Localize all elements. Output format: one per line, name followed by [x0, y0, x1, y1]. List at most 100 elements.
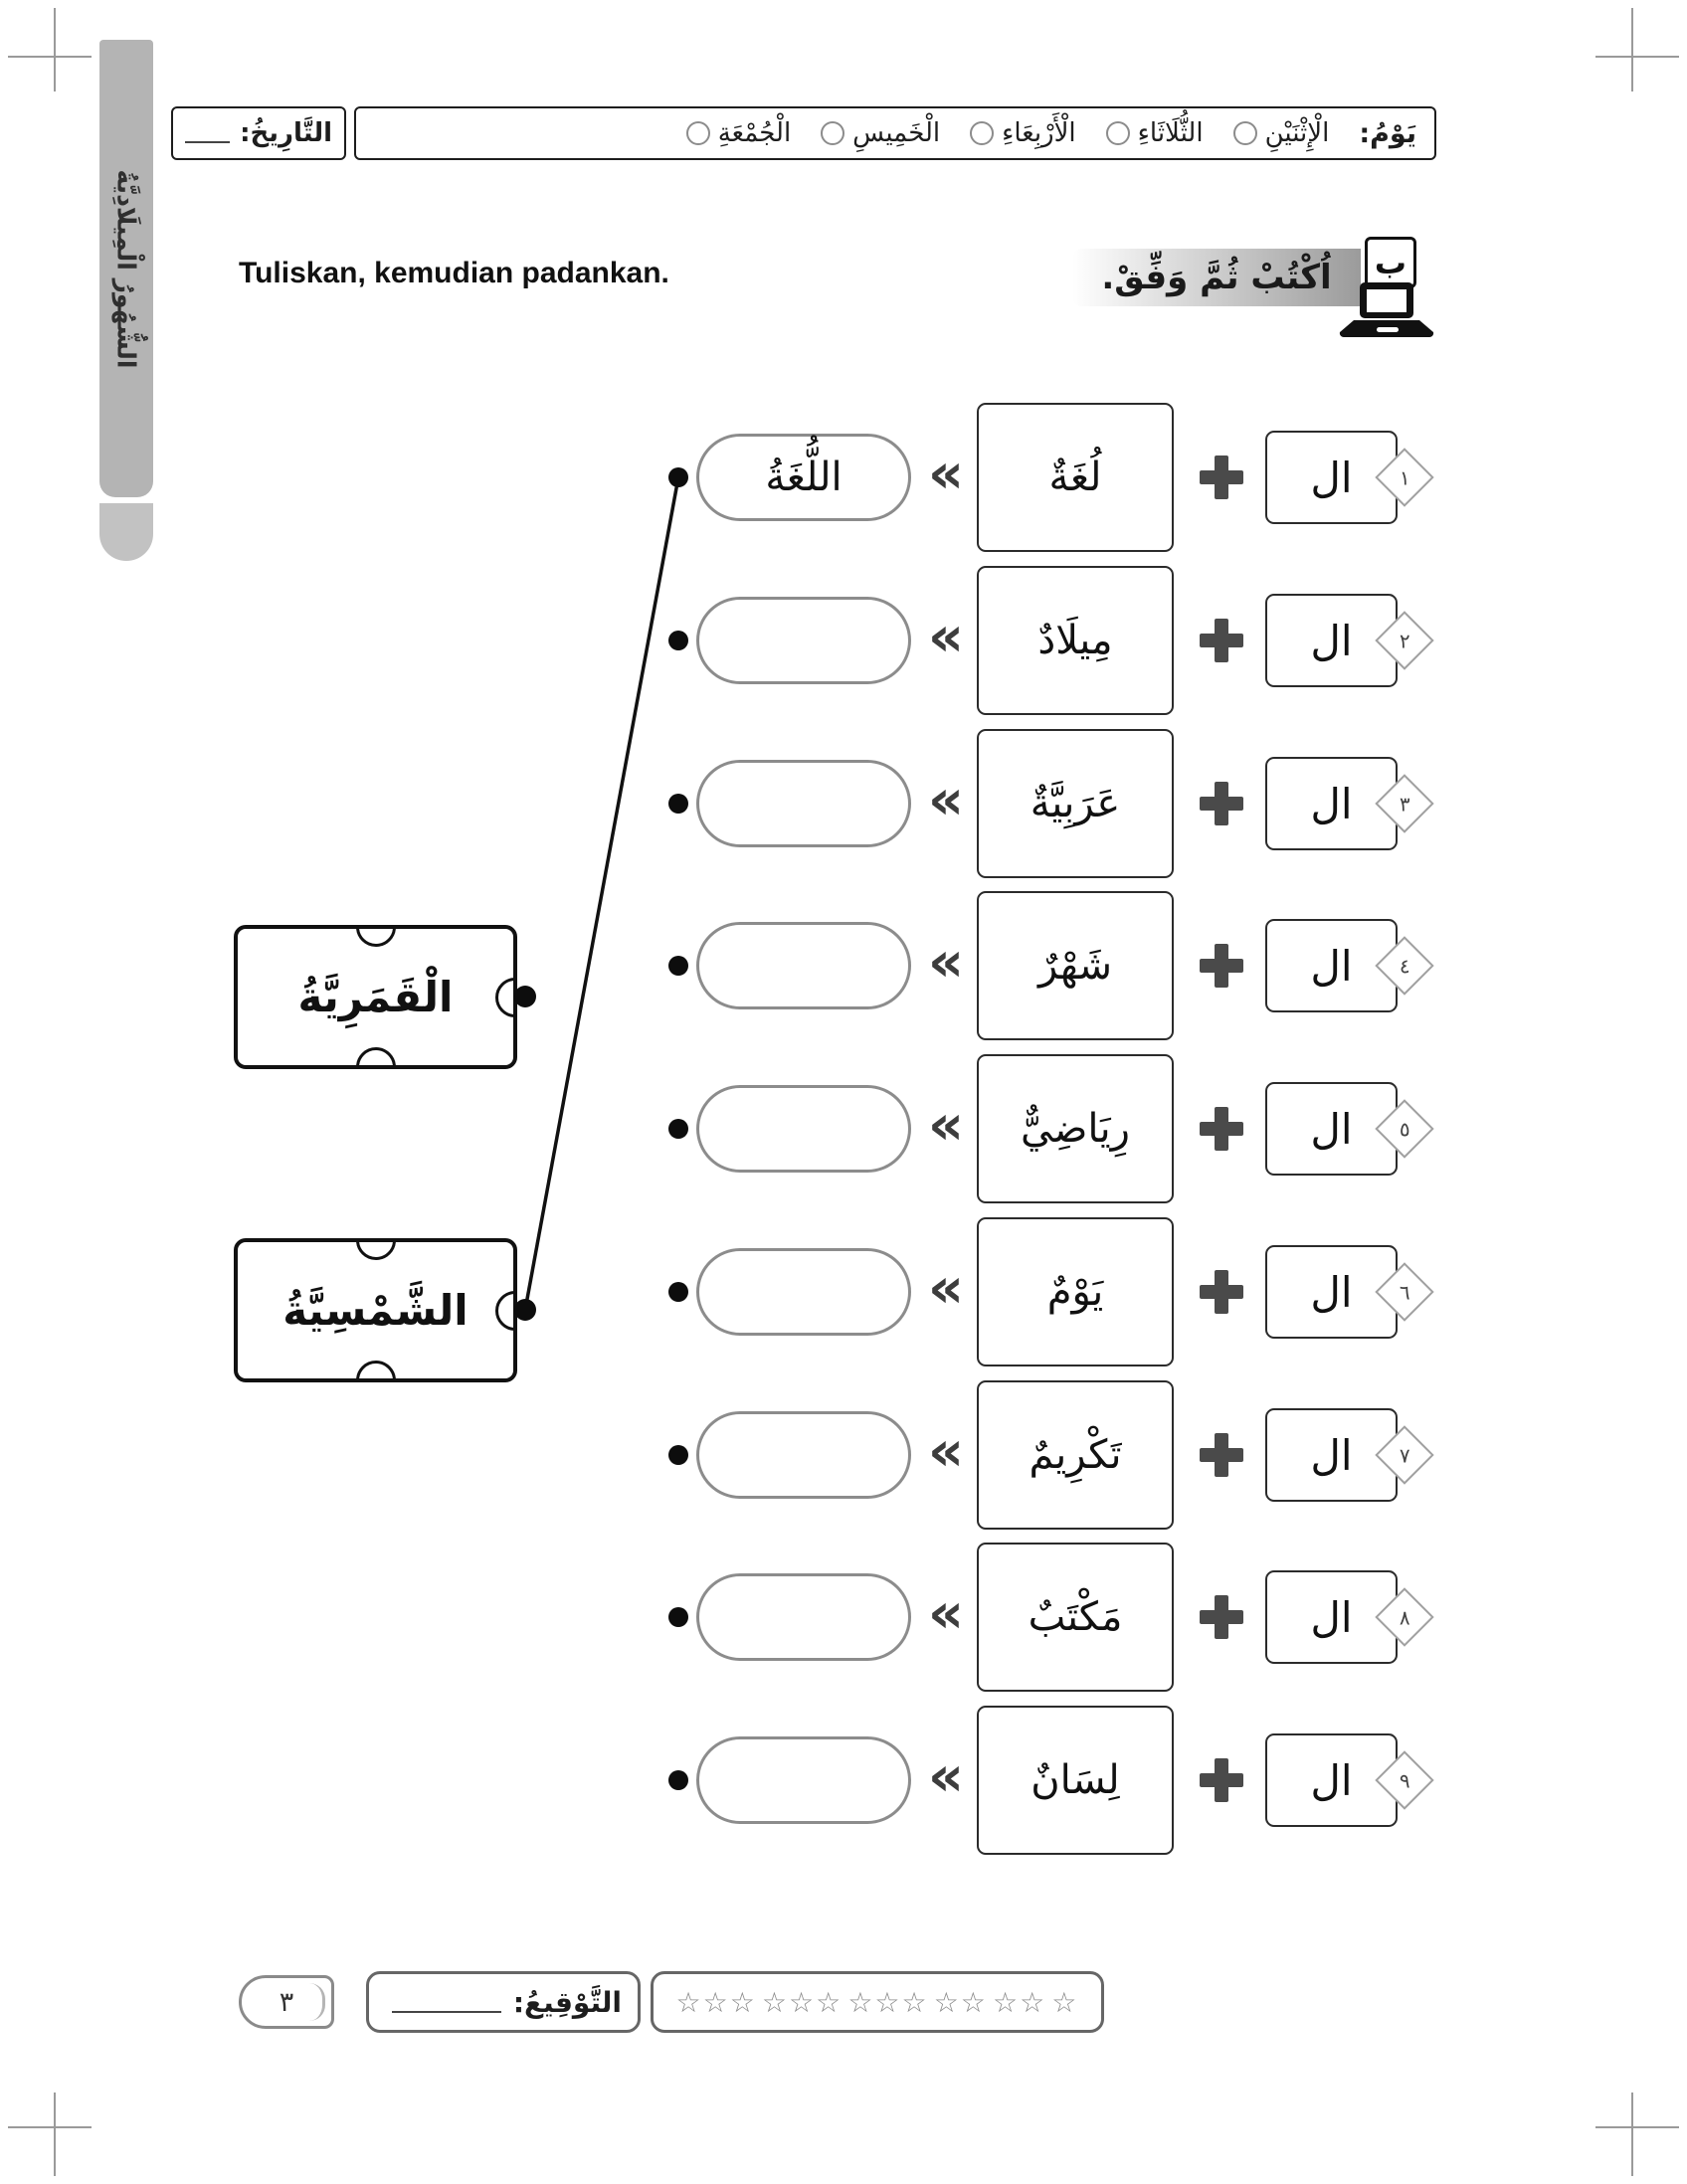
category-qamariyyah: الْقَمَرِيَّةُ — [234, 925, 517, 1069]
article-text: ال — [1310, 941, 1353, 991]
word-text: مِيلَادٌ — [1037, 618, 1113, 663]
exercise-row: اللُّغَةُ « لُغَةٌ ال ١ — [656, 398, 1452, 557]
day-item-tuesday: الثُّلَاثَاءِ — [1105, 118, 1204, 148]
plus-icon — [1200, 1107, 1243, 1151]
connector-dot[interactable] — [668, 1119, 688, 1139]
connector-dot[interactable] — [514, 986, 536, 1007]
instruction-arabic: اُكْتُبْ ثُمَّ وَفِّقْ. — [1101, 258, 1332, 297]
laptop-icon — [1333, 280, 1440, 340]
answer-box[interactable] — [696, 597, 911, 684]
row-number: ٥ — [1399, 1117, 1410, 1141]
connector-dot[interactable] — [668, 1770, 688, 1790]
day-item-thursday: الْخَمِيسِ — [821, 118, 940, 148]
day-checkbox[interactable] — [685, 121, 710, 145]
day-checkbox[interactable] — [821, 121, 845, 145]
article-text: ال — [1310, 1755, 1353, 1805]
word-text: عَرَبِيَّةٌ — [1030, 781, 1121, 826]
article-ticket: ال — [1265, 594, 1398, 687]
star-rating-icon[interactable]: ☆☆☆ — [761, 1985, 844, 2019]
row-number: ٤ — [1399, 954, 1410, 978]
article-text: ال — [1310, 1267, 1353, 1317]
word-text: رِيَاضِيٌّ — [1021, 1106, 1130, 1152]
date-blank-field[interactable] — [185, 123, 231, 143]
row-number: ٦ — [1399, 1280, 1410, 1304]
row-number: ٨ — [1399, 1605, 1410, 1629]
answer-box[interactable] — [696, 1085, 911, 1173]
row-number: ٩ — [1399, 1768, 1410, 1792]
word-text: مَكْتَبٌ — [1028, 1594, 1123, 1640]
word-ticket: شَهْرٌ — [977, 891, 1174, 1040]
answer-box[interactable] — [696, 760, 911, 847]
side-tab: الشُّهُورُ الْمِيلَادِيَّةُ — [99, 40, 153, 497]
crop-mark — [54, 2093, 56, 2176]
word-text: تَكْرِيمٌ — [1029, 1432, 1122, 1478]
page-number: ٣ — [279, 1986, 294, 2018]
crop-mark — [8, 56, 92, 58]
connector-dot[interactable] — [668, 467, 688, 487]
day-item-monday: الْإِثْنَيْنِ — [1232, 118, 1329, 148]
connector-dot[interactable] — [514, 1299, 536, 1321]
star-rating-icon[interactable]: ☆☆☆ — [675, 1985, 757, 2019]
answer-box[interactable]: اللُّغَةُ — [696, 434, 911, 521]
answer-box[interactable] — [696, 1573, 911, 1661]
connector-dot[interactable] — [668, 1282, 688, 1302]
category-shamsiyyah: الشَّمْسِيَّةُ — [234, 1238, 517, 1382]
star-rating-icon[interactable]: ☆☆ — [992, 1985, 1047, 2019]
connector-dot[interactable] — [668, 631, 688, 650]
article-text: ال — [1310, 779, 1353, 828]
article-text: ال — [1310, 453, 1353, 502]
chevron-left-icon: « — [927, 1581, 965, 1646]
date-box: التَّارِيخُ: — [171, 106, 346, 160]
page-number-badge: ٣ — [239, 1975, 334, 2029]
row-number: ٣ — [1399, 792, 1410, 816]
answer-box[interactable] — [696, 1248, 911, 1336]
answer-text: اللُّغَةُ — [765, 455, 843, 500]
word-ticket: تَكْرِيمٌ — [977, 1380, 1174, 1530]
section-letter: ب — [1374, 244, 1407, 281]
word-ticket: يَوْمٌ — [977, 1217, 1174, 1366]
day-name: الْجُمْعَةِ — [717, 118, 792, 148]
word-text: يَوْمٌ — [1046, 1269, 1104, 1315]
connector-dot[interactable] — [668, 1445, 688, 1465]
plus-icon — [1200, 782, 1243, 825]
chevron-left-icon: « — [927, 442, 965, 506]
crop-mark — [54, 8, 56, 91]
signature-blank-field[interactable] — [391, 1991, 501, 2013]
article-text: ال — [1310, 616, 1353, 665]
row-number: ٧ — [1399, 1443, 1410, 1467]
connector-dot[interactable] — [668, 1607, 688, 1627]
day-checkbox[interactable] — [1105, 121, 1130, 145]
row-number: ١ — [1399, 465, 1410, 489]
plus-icon — [1200, 1758, 1243, 1802]
category-label: الْقَمَرِيَّةُ — [297, 973, 454, 1021]
side-tab-tail — [99, 503, 153, 561]
answer-box[interactable] — [696, 1411, 911, 1499]
row-number: ٢ — [1399, 629, 1410, 652]
word-ticket: مِيلَادٌ — [977, 566, 1174, 715]
connector-dot[interactable] — [668, 794, 688, 814]
day-name: الْخَمِيسِ — [852, 118, 941, 148]
article-text: ال — [1310, 1430, 1353, 1480]
star-rating-icon[interactable]: ☆☆ — [933, 1985, 988, 2019]
crop-mark — [1595, 2126, 1679, 2128]
answer-box[interactable] — [696, 922, 911, 1009]
exercise-row: « مَكْتَبٌ ال ٨ — [656, 1538, 1452, 1697]
answer-box[interactable] — [696, 1736, 911, 1824]
instruction-malay: Tuliskan, kemudian padankan. — [239, 257, 669, 289]
connector-dot[interactable] — [668, 956, 688, 976]
star-rating-icon[interactable]: ☆☆☆ — [847, 1985, 929, 2019]
article-text: ال — [1310, 1104, 1353, 1154]
crop-mark — [1595, 56, 1679, 58]
word-ticket: لِسَانٌ — [977, 1706, 1174, 1855]
day-item-wednesday: الْأَرْبِعَاءِ — [970, 118, 1076, 148]
day-checkbox[interactable] — [1232, 121, 1257, 145]
exercise-row: « يَوْمٌ ال ٦ — [656, 1212, 1452, 1371]
exercise-row: « تَكْرِيمٌ ال ٧ — [656, 1375, 1452, 1535]
day-checkbox[interactable] — [970, 121, 995, 145]
exercise-row: « عَرَبِيَّةٌ ال ٣ — [656, 724, 1452, 883]
crop-mark — [1631, 8, 1633, 91]
rating-star-box: ☆☆☆ ☆☆☆ ☆☆☆ ☆☆ ☆☆ ☆ — [651, 1971, 1104, 2033]
day-name: الثُّلَاثَاءِ — [1137, 118, 1204, 148]
star-rating-icon[interactable]: ☆ — [1051, 1985, 1079, 2019]
word-ticket: عَرَبِيَّةٌ — [977, 729, 1174, 878]
